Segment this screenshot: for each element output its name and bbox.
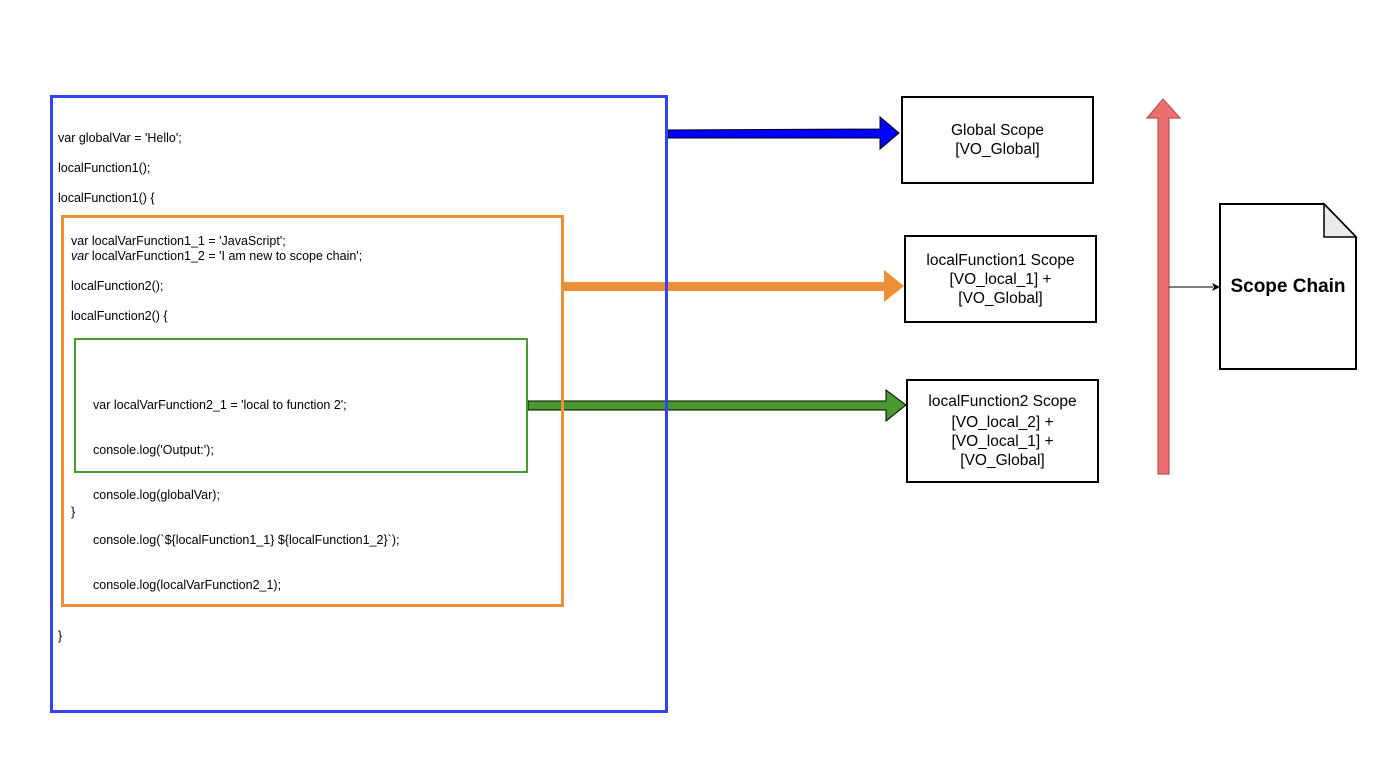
function1-code-line: var localVarFunction1_2 = 'I am new to s…: [71, 249, 362, 264]
global-code-close: }: [58, 629, 63, 643]
function2-code-block: [74, 338, 528, 473]
local-function2-scope-box: localFunction2 Scope [VO_local_2] + [VO_…: [906, 379, 1099, 483]
local1-scope-arrow: [564, 270, 904, 302]
scope-title: Global Scope: [950, 122, 1045, 139]
scope-variable-object: [VO_local_1] +: [951, 433, 1054, 450]
function1-code-rest: localVarFunction1_2 = 'I am new to scope…: [88, 249, 363, 263]
scope-variable-object: [VO_Global]: [955, 141, 1040, 158]
scope-variable-object: [VO_Global]: [960, 452, 1045, 469]
function1-code-line: localFunction2();: [71, 279, 164, 293]
function1-code-line: var localVarFunction1_1 = 'JavaScript';: [71, 234, 286, 248]
function2-code-line: console.log('Output:');: [93, 443, 214, 457]
global-code-line: localFunction1();: [58, 161, 151, 175]
global-code-line: localFunction1() {: [58, 191, 155, 205]
global-code-line: var globalVar = 'Hello';: [58, 131, 182, 145]
function1-code-line: localFunction2() {: [71, 309, 168, 323]
function1-code-block: [61, 215, 564, 607]
function2-code: var localVarFunction2_1 = 'local to func…: [93, 368, 399, 608]
scope-variable-object: [VO_local_2] +: [951, 414, 1054, 431]
scope-chain-document: [1219, 203, 1357, 370]
scope-chain-label: Scope Chain: [1230, 276, 1346, 297]
scope-chain-connector-head: [1212, 283, 1220, 291]
function2-code-line: console.log(localVarFunction2_1);: [93, 578, 282, 592]
scope-chain-arrow: [1145, 98, 1182, 475]
scope-title: localFunction2 Scope: [928, 393, 1077, 410]
local-function1-scope-box: localFunction1 Scope [VO_local_1] + [VO_…: [904, 235, 1097, 323]
var-keyword: var: [71, 249, 89, 263]
scope-title: localFunction1 Scope: [926, 251, 1075, 269]
function2-code-line: var localVarFunction2_1 = 'local to func…: [93, 398, 347, 412]
scope-chain-document-fold: [1323, 202, 1358, 238]
function2-code-line: console.log(globalVar);: [93, 488, 220, 502]
function2-code-line: console.log(`${localFunction1_1} ${local…: [93, 533, 400, 547]
function1-code-close: }: [71, 505, 76, 519]
scope-variable-object: [VO_local_1] +: [949, 270, 1052, 288]
global-code-block: [50, 95, 668, 713]
global-scope-arrow: [667, 115, 900, 151]
local2-scope-arrow: [527, 389, 907, 423]
global-scope-box: Global Scope [VO_Global]: [901, 96, 1094, 184]
scope-variable-object: [VO_Global]: [958, 289, 1043, 307]
